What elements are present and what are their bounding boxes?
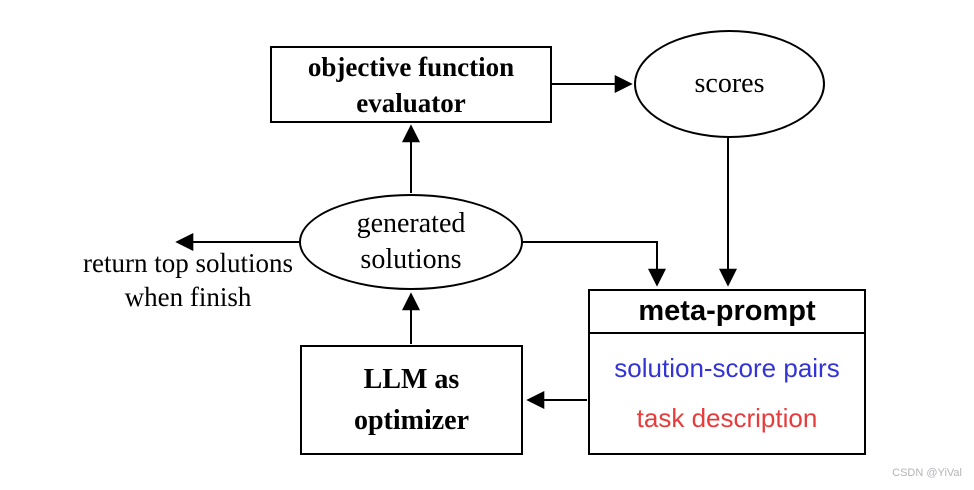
evaluator-label-line2: evaluator: [356, 87, 466, 118]
meta-prompt-title: meta-prompt: [590, 291, 864, 334]
return-top-solutions-note: return top solutions when finish: [50, 246, 326, 314]
generated-label-line1: generated: [356, 208, 466, 239]
return-note-line1: return top solutions: [83, 248, 293, 278]
arrow-generated-to-metaprompt: [522, 241, 666, 287]
llm-label-line1: LLM as: [363, 364, 460, 395]
evaluator-label-line1: objective function: [307, 51, 515, 82]
generated-label-line2: solutions: [360, 244, 462, 275]
meta-prompt-item-task-description: task description: [636, 403, 818, 433]
csdn-watermark: CSDN @YiVal: [892, 467, 962, 479]
scores-label: scores: [694, 68, 765, 99]
node-generated-solutions: generated solutions: [299, 194, 523, 290]
node-meta-prompt: meta-prompt solution-score pairs task de…: [588, 289, 866, 455]
meta-prompt-body: solution-score pairs task description: [590, 334, 864, 453]
llm-label-line2: optimizer: [353, 405, 470, 436]
meta-prompt-item-solution-score-pairs: solution-score pairs: [614, 353, 840, 383]
return-note-line2: when finish: [124, 282, 252, 312]
node-llm-as-optimizer: LLM as optimizer: [300, 345, 523, 455]
node-objective-function-evaluator: objective function evaluator: [270, 46, 552, 123]
node-scores: scores: [634, 30, 825, 138]
